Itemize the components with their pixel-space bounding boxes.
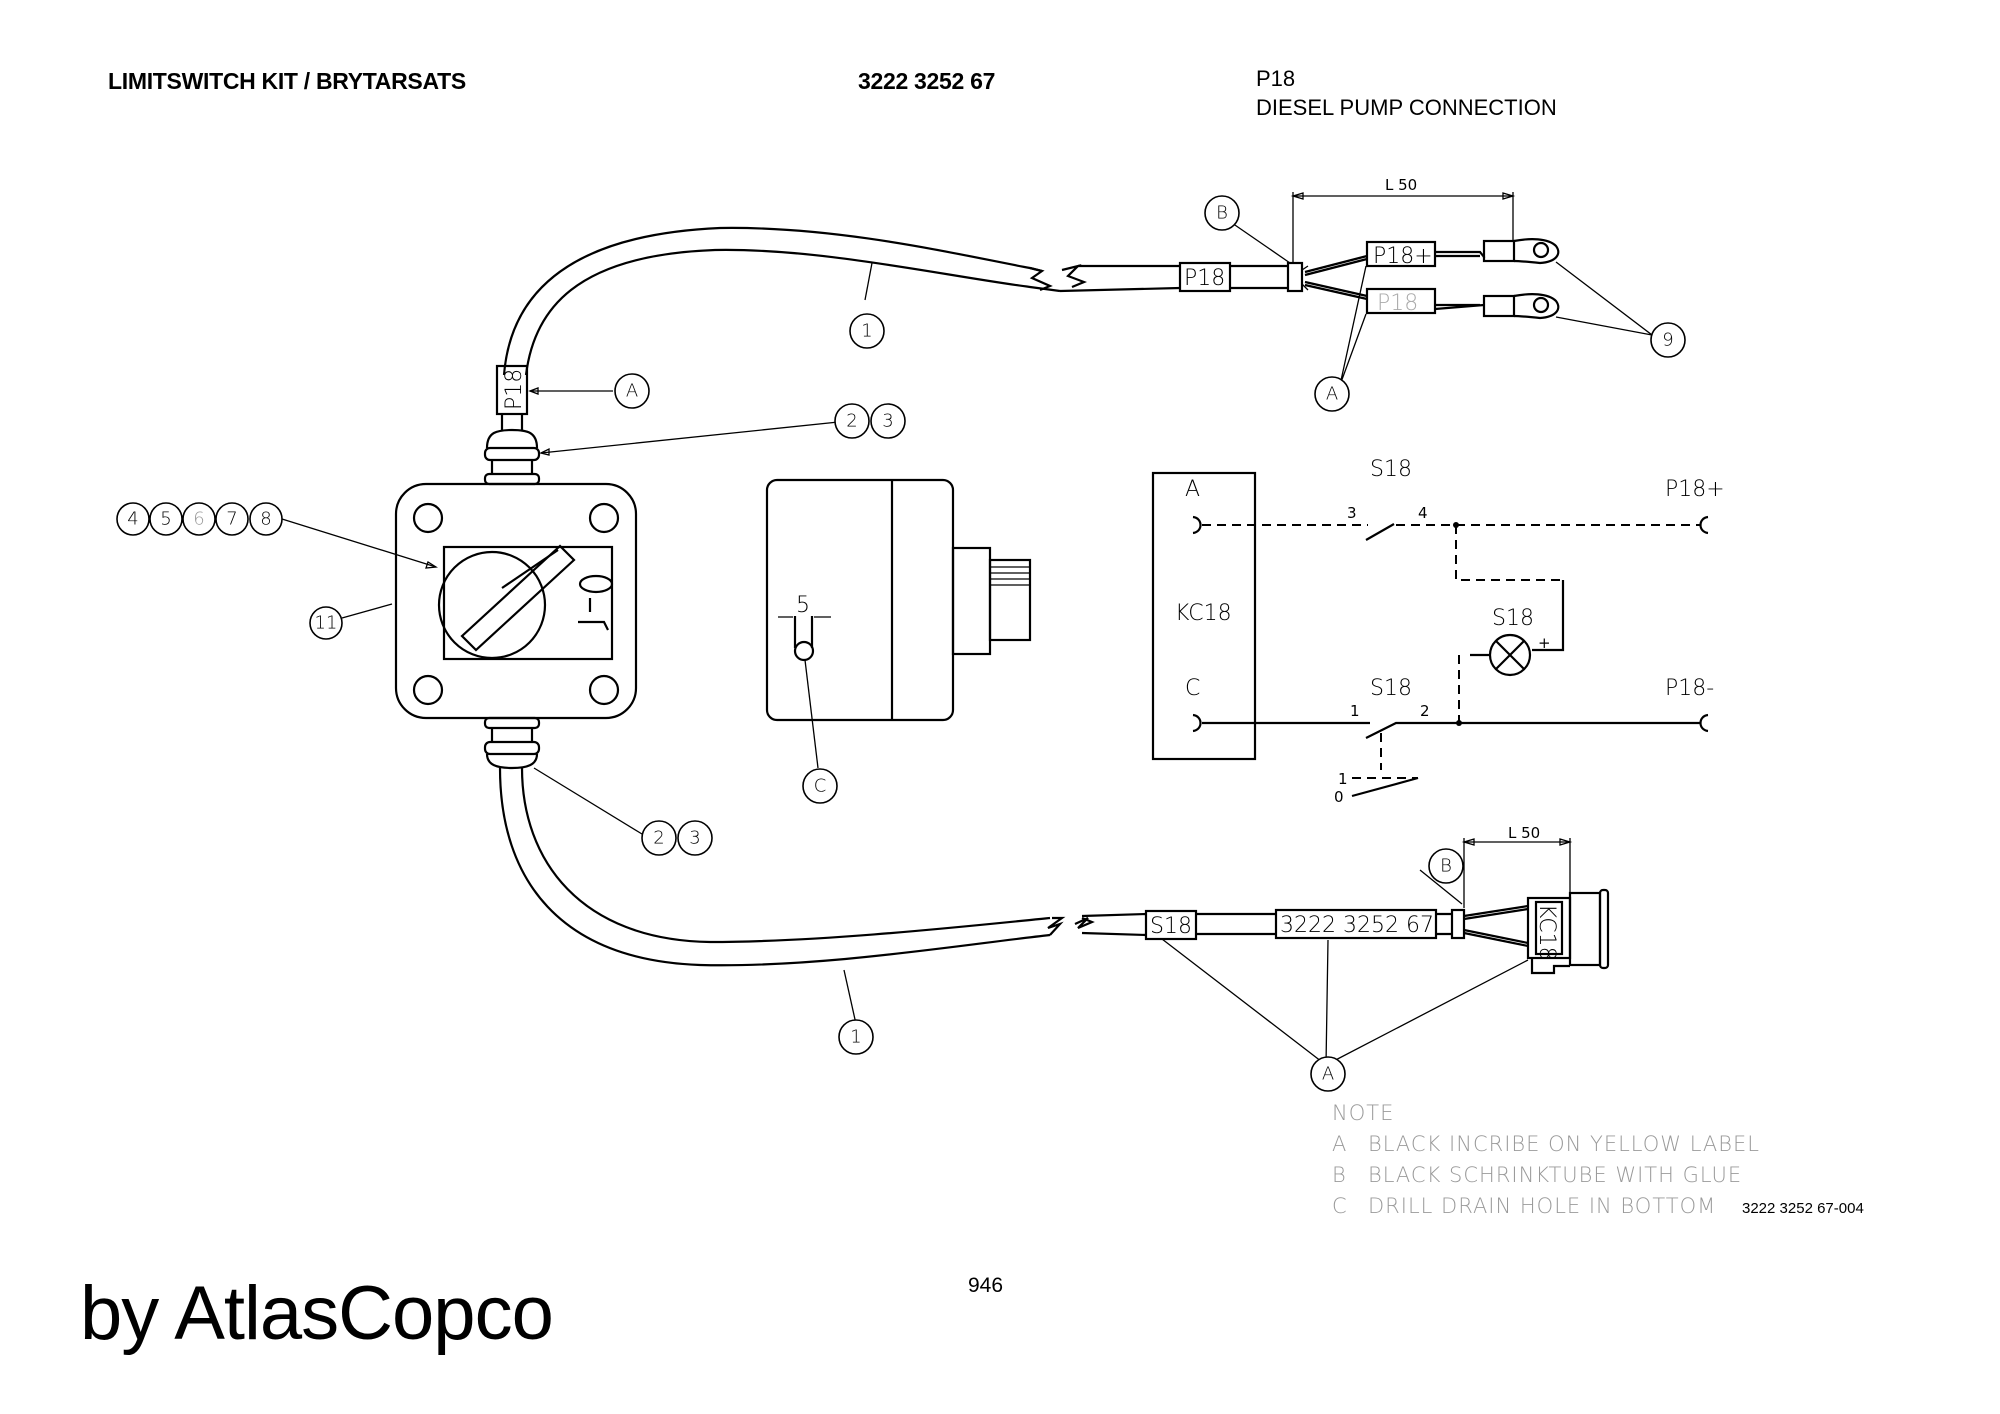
circuit-name: DIESEL PUMP CONNECTION <box>1256 95 1557 120</box>
svg-text:3: 3 <box>1347 504 1357 522</box>
connector-label: KC18 <box>1534 904 1559 961</box>
svg-text:11: 11 <box>315 613 338 634</box>
svg-text:2: 2 <box>846 411 857 432</box>
svg-text:1: 1 <box>850 1027 861 1048</box>
wire-label-positive: P18+ <box>1373 244 1433 269</box>
svg-text:3: 3 <box>689 828 700 849</box>
switch-top-label: S18 <box>1370 457 1412 482</box>
note-key-a: A <box>1332 1132 1347 1156</box>
note-text-a: BLACK INCRIBE ON YELLOW LABEL <box>1368 1132 1760 1156</box>
callout-switch-parts: 4 5 6 7 8 <box>116 502 438 569</box>
switch-bottom-label: S18 <box>1370 676 1412 701</box>
notes-heading: NOTE <box>1332 1101 1394 1125</box>
top-cable: P18 P18+ P18 L 50 P18 <box>495 176 1653 416</box>
notes-block: NOTE A BLACK INCRIBE ON YELLOW LABEL B B… <box>1332 1101 1760 1218</box>
drawing-title: LIMITSWITCH KIT / BRYTARSATS <box>108 68 466 94</box>
svg-text:A: A <box>1322 1064 1334 1085</box>
svg-text:A: A <box>626 381 638 402</box>
note-key-c: C <box>1332 1194 1348 1218</box>
bottom-cable: S18 3222 3252 67 KC18 L 50 <box>498 767 1610 1066</box>
svg-text:A: A <box>1326 384 1338 405</box>
note-key-b: B <box>1332 1163 1347 1187</box>
callout-housing: 11 <box>309 603 393 640</box>
gland-label: P18 <box>502 369 527 410</box>
svg-text:7: 7 <box>226 509 237 530</box>
svg-text:1: 1 <box>1350 702 1360 720</box>
svg-text:5: 5 <box>160 509 171 530</box>
lamp-label: S18 <box>1492 606 1534 631</box>
svg-text:2: 2 <box>1420 702 1430 720</box>
callouts-bottom: 2 3 1 B A <box>641 820 1464 1092</box>
svg-text:B: B <box>1216 203 1228 224</box>
top-cable-gland <box>483 414 849 486</box>
circuit-schematic: A KC18 C 3 4 S18 + S18 1 2 S18 1 0 <box>1151 457 1725 806</box>
callout-drain-hole: C <box>814 776 827 797</box>
svg-text:0: 0 <box>1334 788 1344 806</box>
svg-text:2: 2 <box>653 828 664 849</box>
output-negative-label: P18- <box>1665 676 1714 701</box>
callouts-top: B 9 A 1 A 2 3 <box>614 195 1686 439</box>
switch-enclosure <box>394 482 638 770</box>
wire-label-p18: P18 <box>1377 291 1418 316</box>
enclosure-side-view: 5 C <box>765 478 1032 804</box>
bottom-dimension: L 50 <box>1508 824 1540 842</box>
svg-text:1: 1 <box>1338 770 1348 788</box>
svg-text:8: 8 <box>260 509 271 530</box>
note-text-c: DRILL DRAIN HOLE IN BOTTOM <box>1368 1194 1716 1218</box>
brand-watermark: by AtlasCopco <box>80 1271 554 1356</box>
pin-c-label: C <box>1185 676 1200 701</box>
drawing-reference: 3222 3252 67-004 <box>1742 1200 1864 1217</box>
output-positive-label: P18+ <box>1665 477 1725 502</box>
svg-text:4: 4 <box>127 509 138 530</box>
svg-text:4: 4 <box>1418 504 1428 522</box>
svg-text:1: 1 <box>861 321 872 342</box>
bottom-part-label: 3222 3252 67 <box>1280 913 1434 938</box>
svg-text:3: 3 <box>882 411 893 432</box>
hole-dimension: 5 <box>796 593 810 618</box>
connector-kc18-label: KC18 <box>1175 601 1232 626</box>
bottom-cable-label: S18 <box>1150 914 1192 939</box>
svg-text:6: 6 <box>193 509 204 530</box>
part-number: 3222 3252 67 <box>858 68 996 94</box>
svg-text:9: 9 <box>1662 330 1673 351</box>
svg-text:B: B <box>1440 856 1452 877</box>
svg-text:+: + <box>1538 634 1551 652</box>
note-text-b: BLACK SCHRINKTUBE WITH GLUE <box>1368 1163 1742 1187</box>
pin-a-label: A <box>1185 477 1200 502</box>
circuit-id: P18 <box>1256 66 1296 91</box>
top-dimension: L 50 <box>1385 176 1417 194</box>
top-cable-label: P18 <box>1184 266 1225 291</box>
page-number: 946 <box>968 1274 1004 1297</box>
